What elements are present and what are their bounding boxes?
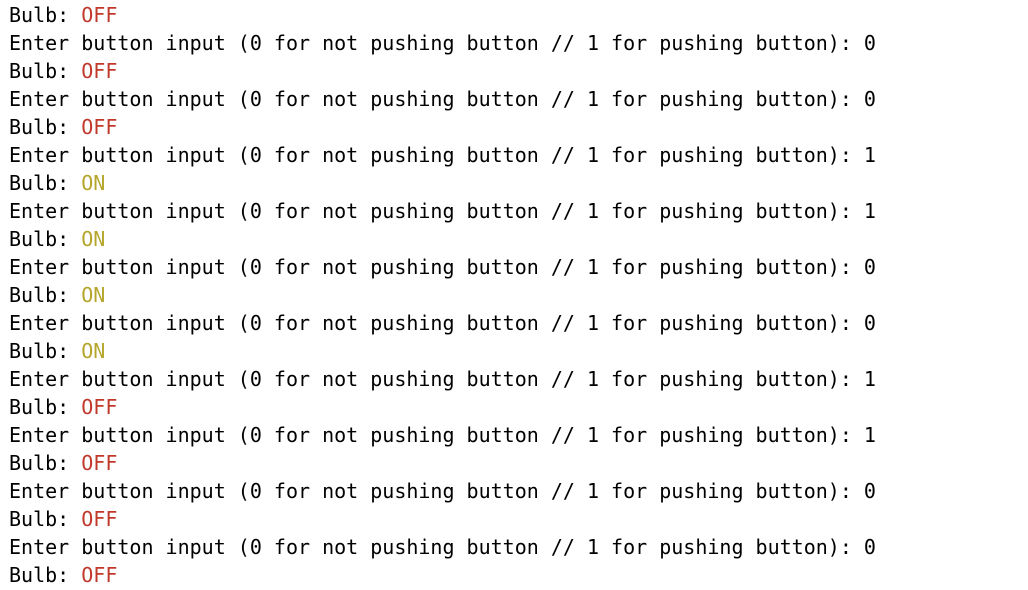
bulb-label: Bulb: [9,339,82,363]
input-prompt-line: Enter button input (0 for not pushing bu… [9,141,1024,169]
input-prompt-line: Enter button input (0 for not pushing bu… [9,421,1024,449]
user-input-value: 0 [863,31,876,55]
bulb-status-line: Bulb: OFF [9,393,1024,421]
user-input-value: 0 [863,87,876,111]
bulb-label: Bulb: [9,3,82,27]
user-input-value: 0 [863,255,876,279]
input-prompt: Enter button input (0 for not pushing bu… [9,479,864,503]
input-prompt: Enter button input (0 for not pushing bu… [9,367,864,391]
bulb-status-line: Bulb: OFF [9,561,1024,589]
input-prompt: Enter button input (0 for not pushing bu… [9,311,864,335]
bulb-status-line: Bulb: OFF [9,113,1024,141]
bulb-status-line: Bulb: ON [9,225,1024,253]
input-prompt: Enter button input (0 for not pushing bu… [9,255,864,279]
input-prompt: Enter button input (0 for not pushing bu… [9,87,864,111]
bulb-state: ON [81,283,106,307]
bulb-label: Bulb: [9,59,82,83]
bulb-state: ON [81,171,106,195]
bulb-status-line: Bulb: OFF [9,449,1024,477]
input-prompt: Enter button input (0 for not pushing bu… [9,535,864,559]
user-input-value: 0 [863,311,876,335]
input-prompt-line: Enter button input (0 for not pushing bu… [9,85,1024,113]
bulb-status-line: Bulb: OFF [9,505,1024,533]
input-prompt-line: Enter button input (0 for not pushing bu… [9,533,1024,561]
bulb-label: Bulb: [9,115,82,139]
bulb-state: OFF [81,451,118,475]
bulb-label: Bulb: [9,563,82,587]
input-prompt: Enter button input (0 for not pushing bu… [9,31,864,55]
bulb-state: OFF [81,563,118,587]
input-prompt: Enter button input (0 for not pushing bu… [9,423,864,447]
bulb-label: Bulb: [9,283,82,307]
input-prompt-line: Enter button input (0 for not pushing bu… [9,253,1024,281]
bulb-state: OFF [81,115,118,139]
bulb-label: Bulb: [9,507,82,531]
bulb-status-line: Bulb: OFF [9,1,1024,29]
input-prompt-line: Enter button input (0 for not pushing bu… [9,477,1024,505]
bulb-label: Bulb: [9,171,82,195]
input-prompt-line: Enter button input (0 for not pushing bu… [9,197,1024,225]
user-input-value: 1 [863,199,876,223]
bulb-state: ON [81,339,106,363]
input-prompt-line: Enter button input (0 for not pushing bu… [9,365,1024,393]
user-input-value: 1 [863,423,876,447]
input-prompt-line: Enter button input (0 for not pushing bu… [9,29,1024,57]
bulb-status-line: Bulb: ON [9,281,1024,309]
user-input-value: 1 [863,367,876,391]
bulb-state: OFF [81,59,118,83]
bulb-state: ON [81,227,106,251]
input-prompt: Enter button input (0 for not pushing bu… [9,143,864,167]
input-prompt: Enter button input (0 for not pushing bu… [9,199,864,223]
bulb-state: OFF [81,507,118,531]
bulb-state: OFF [81,395,118,419]
bulb-status-line: Bulb: OFF [9,57,1024,85]
bulb-label: Bulb: [9,395,82,419]
user-input-value: 0 [863,535,876,559]
bulb-status-line: Bulb: ON [9,337,1024,365]
bulb-status-line: Bulb: ON [9,169,1024,197]
user-input-value: 1 [863,143,876,167]
bulb-label: Bulb: [9,451,82,475]
user-input-value: 0 [863,479,876,503]
bulb-state: OFF [81,3,118,27]
bulb-label: Bulb: [9,227,82,251]
input-prompt-line: Enter button input (0 for not pushing bu… [9,309,1024,337]
